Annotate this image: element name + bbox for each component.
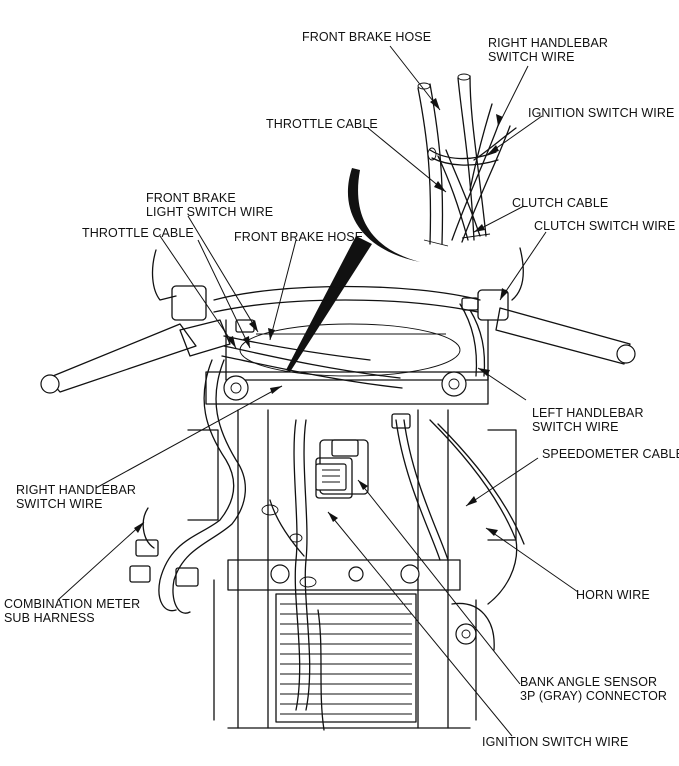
motorcycle-front-assembly bbox=[40, 247, 636, 731]
label-throttle-cable-top: THROTTLE CABLE bbox=[266, 117, 378, 131]
label-horn-wire: HORN WIRE bbox=[576, 588, 650, 602]
label-front-brake-light-switch-wire: FRONT BRAKE LIGHT SWITCH WIRE bbox=[146, 191, 274, 219]
label-front-brake-hose-mid: FRONT BRAKE HOSE bbox=[234, 230, 364, 244]
label-speedometer-cable: SPEEDOMETER CABLE bbox=[542, 447, 679, 461]
inset-cable-detail bbox=[417, 73, 517, 247]
label-throttle-cable-left: THROTTLE CABLE bbox=[82, 226, 194, 240]
label-ignition-switch-wire-top: IGNITION SWITCH WIRE bbox=[528, 106, 675, 120]
inset-callout-pointer bbox=[286, 236, 372, 372]
label-right-handlebar-switch-wire-top: RIGHT HANDLEBAR SWITCH WIRE bbox=[488, 36, 609, 64]
label-front-brake-hose-top: FRONT BRAKE HOSE bbox=[302, 30, 432, 44]
label-combination-meter-sub-harness: COMBINATION METER SUB HARNESS bbox=[4, 597, 141, 625]
label-right-handlebar-switch-wire-left: RIGHT HANDLEBAR SWITCH WIRE bbox=[16, 483, 137, 511]
label-clutch-cable: CLUTCH CABLE bbox=[512, 196, 609, 210]
inset-callout-arc bbox=[347, 168, 420, 262]
leader-arrowheads bbox=[134, 98, 508, 536]
label-bank-angle-sensor-connector: BANK ANGLE SENSOR 3P (GRAY) CONNECTOR bbox=[520, 675, 668, 703]
label-ignition-switch-wire-bottom: IGNITION SWITCH WIRE bbox=[482, 735, 629, 749]
label-clutch-switch-wire: CLUTCH SWITCH WIRE bbox=[534, 219, 676, 233]
label-left-handlebar-switch-wire: LEFT HANDLEBAR SWITCH WIRE bbox=[532, 406, 644, 434]
